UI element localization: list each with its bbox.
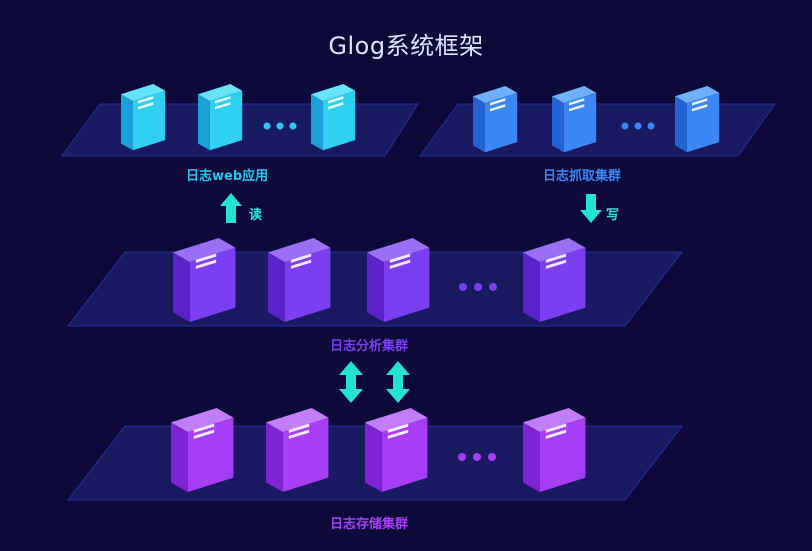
server-icon	[121, 84, 166, 151]
analysis-cluster-label: 日志分析集群	[330, 339, 409, 354]
read-label: 读	[249, 208, 263, 223]
server-icon	[675, 86, 720, 153]
arrow-up-icon	[220, 193, 242, 223]
ellipsis-icon	[621, 122, 655, 130]
server-icon	[365, 408, 428, 492]
arrow-down-icon	[580, 194, 602, 223]
server-icon	[523, 238, 586, 322]
server-icon	[198, 84, 243, 151]
arrow-updown-icon	[339, 361, 363, 403]
server-icon	[552, 86, 597, 153]
server-icon	[523, 408, 586, 492]
server-icon	[171, 408, 234, 492]
write-label: 写	[606, 208, 620, 223]
ellipsis-icon	[458, 453, 496, 461]
arrow-updown-icon	[386, 361, 410, 403]
web-app-label: 日志web应用	[186, 169, 269, 184]
storage-cluster-label: 日志存储集群	[330, 517, 409, 532]
server-icon	[473, 86, 518, 153]
server-icon	[311, 84, 356, 151]
diagram-title: Glog系统框架	[328, 32, 484, 60]
ellipsis-icon	[459, 283, 497, 291]
server-icon	[173, 238, 236, 322]
crawl-cluster-label: 日志抓取集群	[543, 169, 622, 184]
ellipsis-icon	[263, 122, 297, 130]
server-icon	[266, 408, 329, 492]
server-icon	[268, 238, 331, 322]
server-icon	[367, 238, 430, 322]
